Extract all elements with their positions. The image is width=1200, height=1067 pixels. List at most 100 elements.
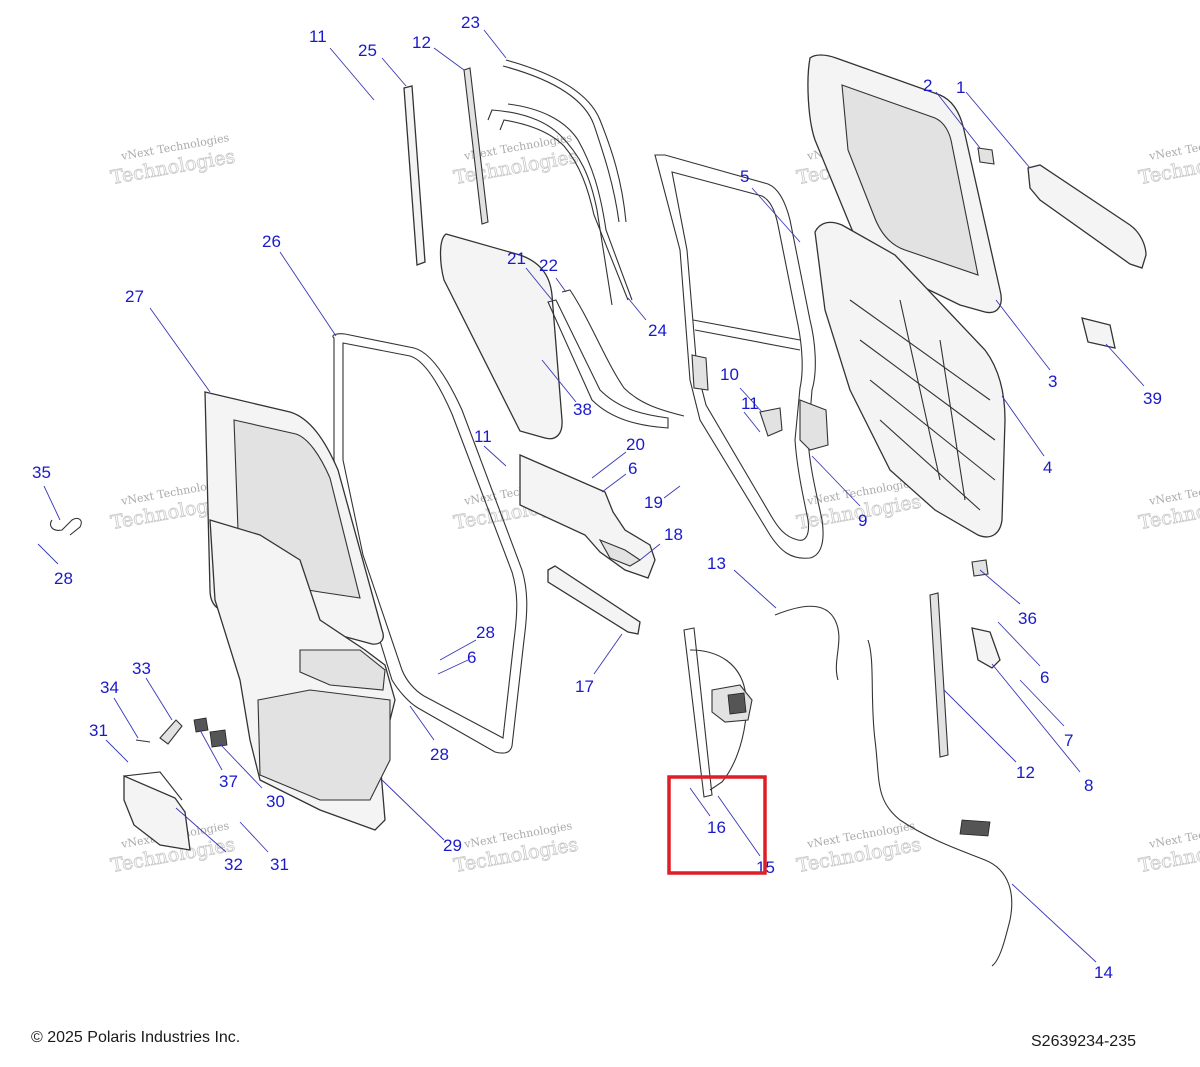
leader-35 [43, 485, 61, 521]
leader-16 [689, 787, 711, 817]
part-4-inner-panel [814, 221, 1006, 538]
part-12-seal [463, 67, 489, 225]
part-9-frame [654, 154, 824, 559]
leader-29 [381, 779, 445, 841]
callout-9: 9 [858, 511, 867, 530]
leader-13 [733, 569, 777, 609]
callout-8: 8 [1084, 776, 1093, 795]
part-25-strip [403, 85, 426, 266]
watermark: vNext Technologies Technologies [452, 131, 580, 189]
part-26-door-seal [332, 333, 528, 754]
part-30-switch [209, 729, 228, 748]
callout-28b: 28 [476, 623, 495, 642]
leader-25 [381, 57, 407, 87]
part-1-trim [1027, 164, 1147, 269]
callout-19: 19 [644, 493, 663, 512]
leader-23 [483, 29, 507, 59]
part-24-runner-outer [507, 103, 633, 301]
leader-10 [739, 387, 763, 413]
callout-33: 33 [132, 659, 151, 678]
leader-3 [995, 299, 1051, 371]
watermark: vNext Technologies Technologies [109, 131, 237, 189]
leader-19 [663, 485, 681, 499]
part-36-clip [971, 559, 989, 577]
callout-20: 20 [626, 435, 645, 454]
callout-11c: 11 [474, 427, 492, 446]
part-14-harness [867, 639, 1013, 967]
highlight-box [667, 775, 767, 875]
part-21-seal [547, 299, 669, 429]
leader-18 [639, 543, 661, 561]
part-32-bin-edge [123, 771, 183, 801]
callout-7: 7 [1064, 731, 1073, 750]
watermark: vNext Technologies Technologies [1137, 131, 1200, 189]
callout-28: 28 [54, 569, 73, 588]
part-29-armrest [299, 649, 386, 691]
part-20-bracket [519, 454, 656, 579]
part-34-screw [135, 739, 151, 743]
part-23-seal-inner [502, 65, 620, 223]
leader-36 [979, 569, 1021, 605]
callout-24: 24 [648, 321, 667, 340]
part-22-seal [561, 289, 685, 417]
callout-6c: 6 [1040, 668, 1049, 687]
callout-39: 39 [1143, 389, 1162, 408]
part-32-bin [123, 775, 191, 851]
leader-31 [105, 739, 129, 763]
part-24-runner [487, 109, 613, 306]
part-9-crossbar [692, 319, 801, 351]
leader-11 [329, 47, 375, 101]
leader-lines [37, 29, 1145, 963]
leader-15 [717, 795, 761, 857]
part-10-bracket [759, 407, 783, 437]
callout-28c: 28 [430, 745, 449, 764]
callouts: 11 25 12 23 2 1 5 26 27 21 22 24 3 39 38… [32, 13, 1162, 982]
part-14-connector [959, 819, 991, 837]
leader-11b [743, 411, 761, 433]
part-18-plate-hole [598, 538, 642, 567]
leader-11c [483, 445, 507, 467]
copyright: © 2025 Polaris Industries Inc. [31, 1029, 241, 1046]
watermark: vNext Technologies Technologies [1137, 476, 1200, 534]
part-38-glass [439, 233, 563, 440]
leader-17 [593, 633, 623, 675]
part-13-harness [774, 605, 840, 681]
callout-31: 31 [89, 721, 108, 740]
parts [49, 54, 1147, 967]
callout-14: 14 [1094, 963, 1113, 982]
drawing-id: S2639234-235 [1031, 1033, 1136, 1050]
callout-31b: 31 [270, 855, 289, 874]
part-4-ribs [849, 299, 996, 511]
leader-34 [113, 697, 139, 739]
leader-27 [149, 307, 211, 393]
callout-6: 6 [628, 459, 637, 478]
callout-38: 38 [573, 400, 592, 419]
leader-32 [175, 807, 227, 853]
leader-22 [555, 277, 567, 293]
watermark: vNext Technologies Technologies [1137, 819, 1200, 877]
callout-11: 11 [309, 27, 327, 46]
callout-22: 22 [539, 256, 558, 275]
callout-25: 25 [358, 41, 377, 60]
leader-33 [145, 677, 173, 721]
leader-14 [1011, 883, 1097, 963]
callout-32: 32 [224, 855, 243, 874]
watermark: vNext Technologies Technologies [795, 819, 923, 877]
part-17-rail [547, 565, 641, 635]
callout-17: 17 [575, 677, 594, 696]
part-16-regulator-rail [683, 627, 713, 798]
callout-13: 13 [707, 554, 726, 573]
part-39-module [1081, 317, 1116, 349]
part-3-window [841, 84, 979, 276]
callout-21: 21 [507, 249, 526, 268]
leader-9 [811, 455, 861, 507]
callout-3: 3 [1048, 372, 1057, 391]
leader-8 [991, 663, 1081, 773]
leader-6b [437, 659, 469, 675]
leader-6 [601, 473, 627, 493]
callout-12: 12 [412, 33, 431, 52]
leader-12b [943, 689, 1017, 763]
leader-12 [433, 47, 465, 71]
callout-4: 4 [1043, 458, 1052, 477]
callout-10: 10 [720, 365, 739, 384]
